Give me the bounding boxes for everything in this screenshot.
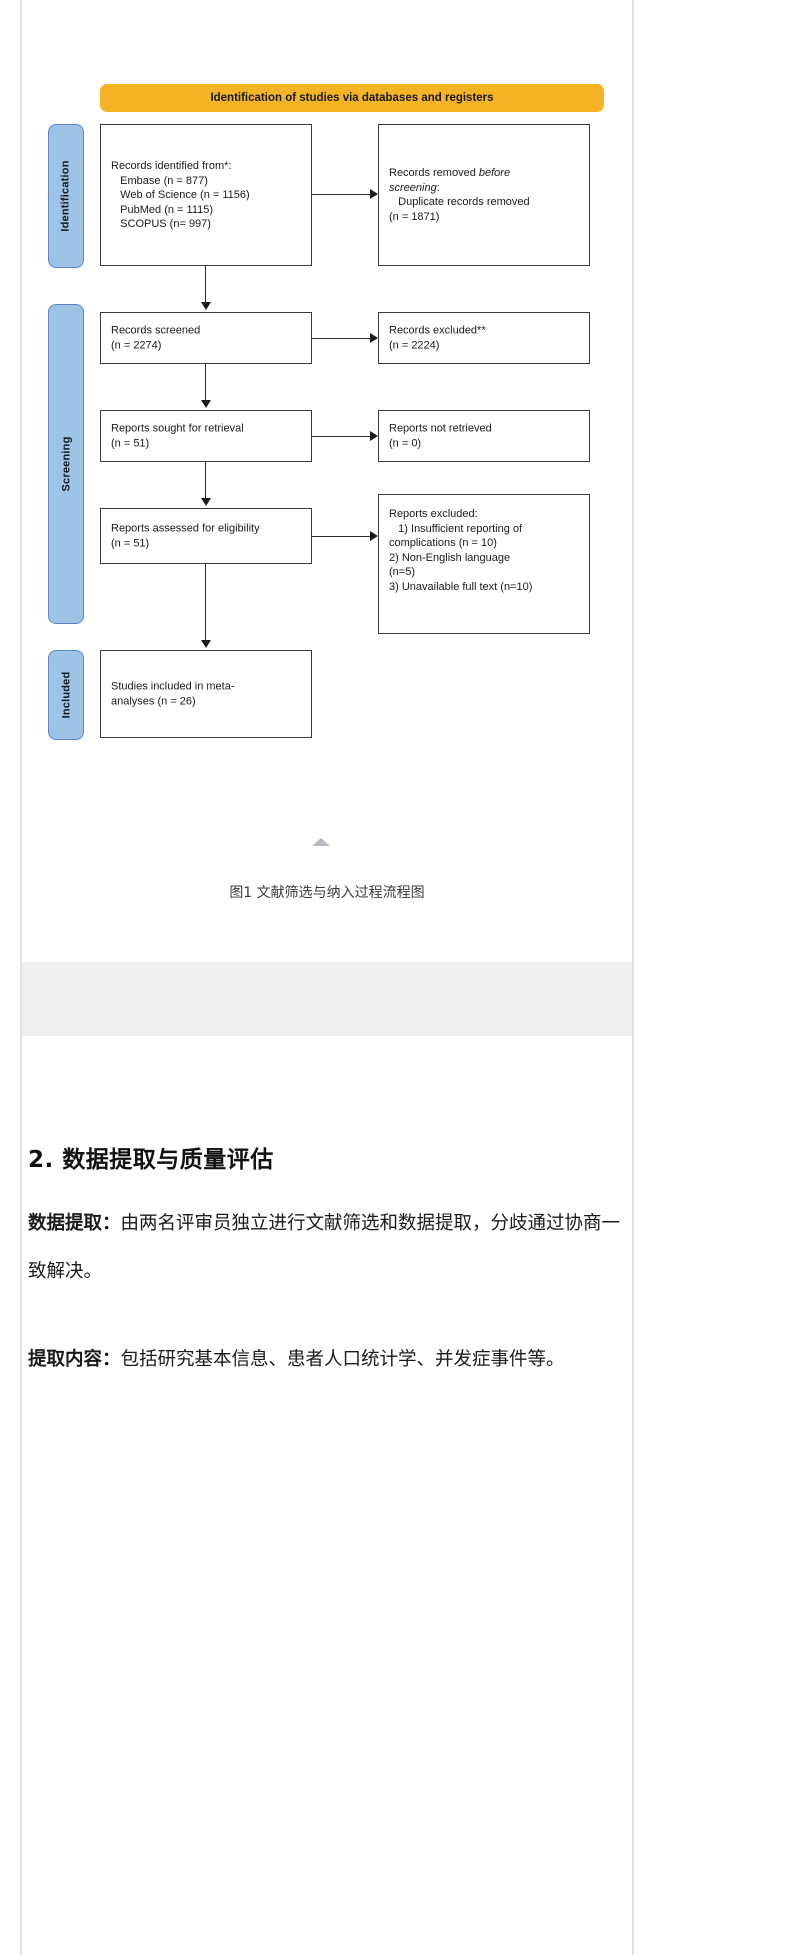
arrow-assessed-to-included xyxy=(201,640,211,648)
box-reports-excluded: Reports excluded: 1) Insufficient report… xyxy=(378,494,590,634)
arrow-assessed-to-excluded xyxy=(370,531,378,541)
arrow-identified-to-screened xyxy=(201,302,211,310)
connector-sought-to-not-retrieved xyxy=(312,436,372,438)
arrow-screened-to-excluded xyxy=(370,333,378,343)
records-excluded-line-1: Records excluded** xyxy=(389,324,486,337)
reports-excluded-reason-2a: 2) Non-English language xyxy=(389,551,511,564)
box-records-screened-text: Records screened (n = 2274) xyxy=(111,324,305,353)
box-records-identified-text: Records identified from*: Embase (n = 87… xyxy=(111,159,305,232)
phase-tab-included: Included xyxy=(48,650,84,740)
records-removed-line-1: Records removed xyxy=(389,167,479,179)
studies-included-line-1: Studies included in meta- xyxy=(111,680,235,693)
box-reports-assessed-text: Reports assessed for eligibility (n = 51) xyxy=(111,522,305,551)
arrow-sought-to-assessed xyxy=(201,498,211,506)
box-records-identified: Records identified from*: Embase (n = 87… xyxy=(100,124,312,266)
records-identified-source-2: Web of Science (n = 1156) xyxy=(120,188,250,201)
box-records-screened: Records screened (n = 2274) xyxy=(100,312,312,364)
connector-screened-to-sought xyxy=(205,364,207,402)
phase-tab-included-label: Included xyxy=(60,671,73,719)
records-identified-title: Records identified from*: xyxy=(111,159,232,172)
records-screened-line-2: (n = 2274) xyxy=(111,339,162,351)
box-reports-sought: Reports sought for retrieval (n = 51) xyxy=(100,410,312,462)
records-identified-source-3: PubMed (n = 1115) xyxy=(120,203,214,216)
records-removed-count: (n = 1871) xyxy=(389,210,440,223)
box-reports-not-retrieved-text: Reports not retrieved (n = 0) xyxy=(389,422,583,451)
collapse-caret-icon[interactable] xyxy=(312,838,330,846)
section-separator-band xyxy=(22,962,632,1036)
reports-excluded-reason-1a: 1) Insufficient reporting of xyxy=(398,522,523,535)
page-right-gutter xyxy=(634,0,800,1955)
box-reports-assessed: Reports assessed for eligibility (n = 51) xyxy=(100,508,312,564)
connector-screened-to-excluded xyxy=(312,338,372,340)
phase-tab-identification: Identification xyxy=(48,124,84,268)
paragraph-extraction-content: 提取内容：包括研究基本信息、患者人口统计学、并发症事件等。 xyxy=(22,1336,632,1384)
reports-assessed-line-2: (n = 51) xyxy=(111,537,150,549)
section-heading: 2. 数据提取与质量评估 xyxy=(28,1147,274,1173)
box-reports-not-retrieved: Reports not retrieved (n = 0) xyxy=(378,410,590,462)
phase-tab-identification-label: Identification xyxy=(60,160,72,232)
arrow-screened-to-sought xyxy=(201,400,211,408)
box-reports-sought-text: Reports sought for retrieval (n = 51) xyxy=(111,422,305,451)
reports-assessed-line-1: Reports assessed for eligibility xyxy=(111,522,260,535)
reports-excluded-title: Reports excluded: xyxy=(389,508,478,520)
box-records-removed-text: Records removed before screening: Duplica… xyxy=(389,166,583,224)
studies-included-line-2: analyses (n = 26) xyxy=(111,695,196,707)
arrow-sought-to-not-retrieved xyxy=(370,431,378,441)
article-body: 2. 数据提取与质量评估 数据提取：由两名评审员独立进行文献筛选和数据提取，分歧… xyxy=(22,1140,632,1424)
reports-not-retrieved-line-2: (n = 0) xyxy=(389,437,422,449)
diagram-banner: Identification of studies via databases … xyxy=(100,84,604,112)
arrow-identified-to-removed xyxy=(370,189,378,199)
paragraph-extraction-content-label: 提取内容： xyxy=(28,1349,121,1370)
records-identified-source-1: Embase (n = 877) xyxy=(120,174,208,187)
box-records-removed: Records removed before screening: Duplica… xyxy=(378,124,590,266)
connector-identified-to-removed xyxy=(312,194,372,196)
records-screened-line-1: Records screened xyxy=(111,324,201,337)
records-identified-source-4: SCOPUS (n= 997) xyxy=(120,217,211,230)
box-studies-included-text: Studies included in meta-analyses (n = 2… xyxy=(111,680,305,709)
reports-excluded-reason-1b: complications (n = 10) xyxy=(389,537,497,549)
reports-sought-line-1: Reports sought for retrieval xyxy=(111,422,244,435)
records-excluded-line-2: (n = 2224) xyxy=(389,339,440,351)
box-records-excluded: Records excluded** (n = 2224) xyxy=(378,312,590,364)
records-removed-duplicates: Duplicate records removed xyxy=(398,196,530,208)
reports-not-retrieved-line-1: Reports not retrieved xyxy=(389,422,492,435)
records-removed-before: before xyxy=(478,167,511,179)
reports-excluded-reason-2b: (n=5) xyxy=(389,566,415,578)
paragraph-extraction-content-text: 包括研究基本信息、患者人口统计学、并发症事件等。 xyxy=(120,1349,565,1370)
connector-sought-to-assessed xyxy=(205,462,207,500)
box-studies-included: Studies included in meta-analyses (n = 2… xyxy=(100,650,312,738)
page-left-rule xyxy=(20,0,22,1955)
box-records-excluded-text: Records excluded** (n = 2224) xyxy=(389,324,583,353)
figure-caption: 图1 文献筛选与纳入过程流程图 xyxy=(229,885,425,901)
phase-tab-screening: Screening xyxy=(48,304,84,624)
connector-assessed-to-excluded xyxy=(312,536,372,538)
connector-assessed-to-included xyxy=(205,564,207,642)
records-removed-colon: : xyxy=(436,181,440,194)
reports-sought-line-2: (n = 51) xyxy=(111,437,150,449)
page-right-rule xyxy=(632,0,634,1955)
paragraph-data-extraction-label: 数据提取： xyxy=(28,1213,121,1234)
records-removed-screening: screening xyxy=(389,181,437,194)
prisma-flow-diagram: Identification of studies via databases … xyxy=(22,0,632,930)
paragraph-data-extraction-text: 由两名评审员独立进行文献筛选和数据提取，分歧通过协商一致解决。 xyxy=(28,1213,621,1282)
box-reports-excluded-text: Reports excluded: 1) Insufficient report… xyxy=(389,507,583,594)
paragraph-data-extraction: 数据提取：由两名评审员独立进行文献筛选和数据提取，分歧通过协商一致解决。 xyxy=(22,1200,632,1296)
reports-excluded-reason-3: 3) Unavailable full text (n=10) xyxy=(389,580,533,593)
connector-identified-to-screened xyxy=(205,266,207,304)
phase-tab-screening-label: Screening xyxy=(60,436,72,492)
